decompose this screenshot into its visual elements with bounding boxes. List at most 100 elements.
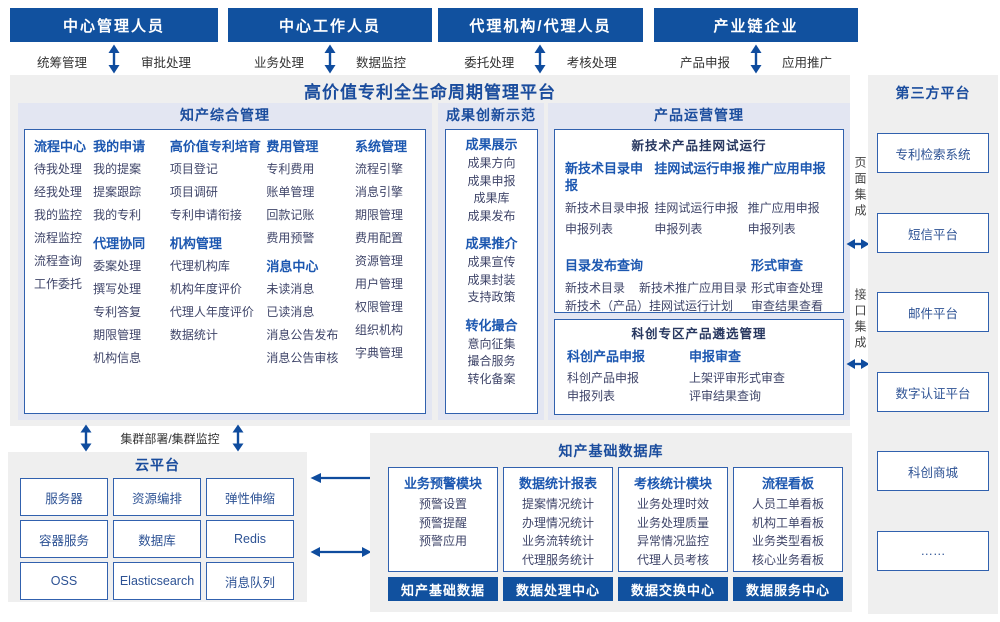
menu-item: 支持政策 bbox=[467, 290, 516, 304]
menu-item: 权限管理 bbox=[354, 300, 403, 314]
role-group-center-managers: 中心管理人员 统筹管理 审批处理 bbox=[10, 8, 218, 74]
cloud-grid: 服务器 资源编排 弹性伸缩 容器服务 数据库 Redis OSS Elastic… bbox=[20, 478, 294, 600]
cloud-box: 容器服务 bbox=[20, 520, 108, 558]
menu-item: 已读消息 bbox=[266, 305, 315, 319]
menu-column: 流程中心 待我处理经我处理我的监控流程监控流程查询工作委托 bbox=[34, 135, 93, 413]
menu-item: 推广应用申报 bbox=[747, 201, 820, 215]
menu-group-title: 高价值专利培育 bbox=[169, 139, 261, 154]
role-capability-label: 审批处理 bbox=[140, 56, 191, 70]
menu-item: 代理人年度评价 bbox=[169, 305, 254, 319]
trial-box-title: 新技术产品挂网试运行 bbox=[631, 139, 767, 153]
menu-items: 推广应用申报申报列表 bbox=[748, 198, 833, 240]
menu-item: 成果方向 bbox=[467, 156, 516, 170]
db-center-button: 知产基础数据 bbox=[388, 577, 498, 601]
menu-item: 专利答复 bbox=[93, 305, 142, 319]
menu-items: 形式审查处理审查结果查看 bbox=[751, 279, 823, 315]
menu-column: 系统管理 流程引擎消息引擎期限管理费用配置资源管理用户管理权限管理组织机构字典管… bbox=[355, 135, 416, 413]
third-party-box: 科创商城 bbox=[877, 451, 989, 491]
menu-item: 期限管理 bbox=[354, 208, 403, 222]
menu-item: 期限管理 bbox=[93, 328, 142, 342]
cloud-box: 弹性伸缩 bbox=[206, 478, 294, 516]
db-center-button: 数据处理中心 bbox=[503, 577, 613, 601]
menu-item: 代理服务统计 bbox=[521, 552, 594, 567]
menu-item: 办理情况统计 bbox=[521, 515, 594, 530]
menu-column: 挂网试运行申报 挂网试运行申报申报列表 bbox=[654, 160, 747, 240]
menu-item: 代理人员考核 bbox=[636, 552, 709, 567]
menu-item: 专利申请衔接 bbox=[169, 208, 242, 222]
menu-item: 预警应用 bbox=[418, 534, 467, 548]
menu-item: 新技术（产品）挂网试运行计划 bbox=[565, 299, 734, 313]
section-title: 成果创新示范 bbox=[446, 107, 536, 123]
menu-item: 费用预警 bbox=[266, 231, 315, 245]
section-title: 第三方平台 bbox=[895, 85, 971, 101]
platform-title: 高价值专利全生命周期管理平台 bbox=[304, 83, 556, 102]
cloud-box: 消息队列 bbox=[206, 562, 294, 600]
cloud-box: 服务器 bbox=[20, 478, 108, 516]
db-module: 数据统计报表 提案情况统计办理情况统计业务流转统计代理服务统计 bbox=[503, 467, 613, 572]
third-party-box: 专利检索系统 bbox=[877, 133, 989, 173]
cloud-box: 资源编排 bbox=[113, 478, 201, 516]
db-module-items: 人员工单看板机构工单看板业务类型看板核心业务看板 bbox=[734, 495, 842, 569]
cloud-box: Elasticsearch bbox=[113, 562, 201, 600]
db-module-title: 业务预警模块 bbox=[403, 476, 482, 491]
menu-item: 预警提醒 bbox=[418, 515, 467, 530]
db-module: 业务预警模块 预警设置预警提醒预警应用 bbox=[388, 467, 498, 572]
menu-column: 申报审查 上架评审形式审查评审结果查询 bbox=[689, 345, 785, 405]
menu-group-title: 消息中心 bbox=[266, 259, 319, 274]
cloud-box: OSS bbox=[20, 562, 108, 600]
achievement-box: 成果展示 成果方向成果申报成果库成果发布 成果推介 成果宣传成果封装支持政策 转… bbox=[445, 129, 538, 414]
menu-item: 机构年度评价 bbox=[169, 282, 242, 296]
menu-item: 待我处理 bbox=[34, 162, 83, 176]
menu-item: 挂网试运行申报 bbox=[654, 201, 739, 215]
menu-group-title: 代理协同 bbox=[93, 236, 146, 251]
menu-item: 预警设置 bbox=[418, 497, 467, 511]
catalog-query-group: 目录发布查询 新技术目录新技术推广应用目录 新技术（产品）挂网试运行计划 bbox=[565, 256, 761, 315]
menu-item: 业务流转统计 bbox=[521, 534, 594, 548]
menu-items: 流程引擎消息引擎期限管理费用配置资源管理用户管理权限管理组织机构字典管理 bbox=[355, 158, 416, 365]
double-arrow-horizontal-icon bbox=[846, 239, 870, 249]
menu-column: 我的申请 我的提案提案跟踪我的专利 代理协同 委案处理撰写处理专利答复期限管理机… bbox=[93, 135, 170, 413]
role-group-industry: 产业链企业 产品申报 应用推广 bbox=[654, 8, 858, 74]
menu-items: 我的提案提案跟踪我的专利 bbox=[93, 158, 170, 227]
menu-item: 异常情况监控 bbox=[636, 534, 709, 548]
menu-item: 成果发布 bbox=[467, 208, 516, 223]
page-integration-label: 页面集成 bbox=[853, 156, 867, 220]
cloud-box: Redis bbox=[206, 520, 294, 558]
api-integration-label: 接口集成 bbox=[853, 288, 867, 352]
menu-items: 专利费用账单管理回款记账费用预警 bbox=[266, 158, 355, 250]
menu-item: 撰写处理 bbox=[93, 282, 142, 296]
menu-item: 上架评审形式审查 bbox=[689, 371, 786, 385]
menu-group-title: 申报审查 bbox=[689, 349, 742, 364]
menu-item: 新技术目录申报 bbox=[565, 201, 650, 215]
menu-item: 我的监控 bbox=[34, 208, 83, 222]
menu-item: 审查结果查看 bbox=[751, 299, 824, 313]
third-party-box: 邮件平台 bbox=[877, 292, 989, 332]
db-module-items: 业务处理时效业务处理质量异常情况监控代理人员考核 bbox=[619, 495, 727, 569]
menu-items: 挂网试运行申报申报列表 bbox=[654, 198, 747, 240]
menu-item: 成果库 bbox=[473, 191, 510, 205]
db-module: 流程看板 人员工单看板机构工单看板业务类型看板核心业务看板 bbox=[733, 467, 843, 572]
section-title: 产品运营管理 bbox=[654, 107, 744, 123]
section-title: 云平台 bbox=[135, 457, 180, 473]
menu-group-title: 成果推介 bbox=[465, 236, 518, 251]
menu-item: 组织机构 bbox=[354, 323, 403, 337]
cloud-platform-panel: 云平台 服务器 资源编排 弹性伸缩 容器服务 数据库 Redis OSS Ela… bbox=[8, 452, 307, 602]
db-module-items: 提案情况统计办理情况统计业务流转统计代理服务统计 bbox=[504, 495, 612, 569]
menu-group-title: 系统管理 bbox=[354, 139, 407, 154]
menu-item: 业务类型看板 bbox=[751, 534, 824, 548]
menu-item: 经我处理 bbox=[34, 185, 83, 199]
menu-item: 消息公告发布 bbox=[266, 328, 339, 342]
selection-box: 科创专区产品遴选管理 科创产品申报 科创产品申报申报列表 申报审查 上架评审形式… bbox=[554, 319, 844, 415]
role-header: 中心工作人员 bbox=[228, 8, 432, 42]
menu-item: 人员工单看板 bbox=[751, 497, 824, 511]
menu-group-title: 转化撮合 bbox=[465, 317, 518, 333]
section-title: 知产综合管理 bbox=[180, 107, 270, 123]
double-arrow-vertical-icon bbox=[232, 424, 244, 452]
role-capability-label: 业务处理 bbox=[253, 56, 304, 70]
menu-item: 科创产品申报 bbox=[567, 371, 640, 385]
menu-item: 消息引擎 bbox=[354, 185, 403, 199]
third-party-box: …… bbox=[877, 531, 989, 571]
third-party-box: 数字认证平台 bbox=[877, 372, 989, 412]
trial-operation-box: 新技术产品挂网试运行 新技术目录申报 新技术目录申报申报列表 挂网试运行申报 挂… bbox=[554, 129, 844, 313]
menu-column: 高价值专利培育 项目登记项目调研专利申请衔接 机构管理 代理机构库机构年度评价代… bbox=[170, 135, 266, 413]
